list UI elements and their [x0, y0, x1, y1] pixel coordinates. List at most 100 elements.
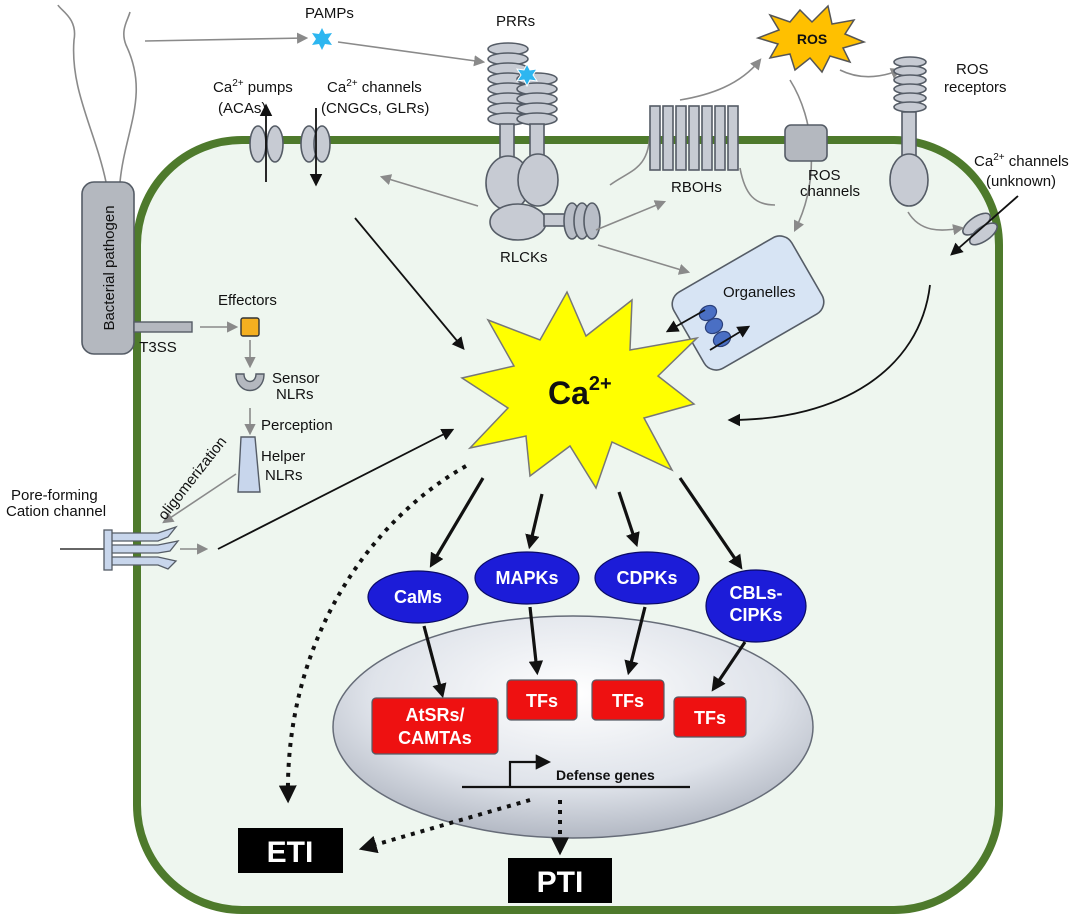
arrow-cdpks-to-tfs	[624, 606, 647, 676]
rbohs-label: RBOHs	[671, 179, 722, 196]
effectors-label: Effectors	[218, 292, 277, 309]
arrow-rlck-to-rbohs	[595, 200, 667, 231]
cngc-glr-channel	[300, 125, 331, 163]
prrs-label: PRRs	[496, 13, 535, 30]
arrow-cbls-to-tfs	[711, 641, 747, 692]
ros-label: ROS	[797, 31, 827, 47]
ros-receptors-label-1: ROS	[956, 61, 989, 78]
decoder-cdpks: CDPKs	[594, 551, 700, 605]
prr-bound-pamp-icon	[515, 62, 539, 88]
pore-label-2: Cation channel	[6, 503, 106, 520]
svg-text:MAPKs: MAPKs	[495, 568, 558, 588]
pamp-molecule-icon	[312, 28, 332, 50]
decoder-cams: CaMs	[367, 570, 469, 624]
arrow-calcium-to-cdpks	[617, 491, 640, 548]
svg-text:CIPKs: CIPKs	[729, 605, 782, 625]
svg-text:ETI: ETI	[267, 836, 314, 869]
prr-receptor-1	[485, 42, 531, 211]
tf-atsrs-camtas: AtSRs/ CAMTAs	[371, 697, 499, 755]
arrow-unknown-to-calcium	[727, 284, 931, 427]
pamps-label: PAMPs	[305, 5, 354, 22]
svg-text:TFs: TFs	[526, 691, 558, 711]
arrow-channels-to-calcium	[354, 217, 465, 350]
arrow-bacteria-to-pamps	[144, 32, 309, 44]
svg-text:CAMTAs: CAMTAs	[398, 728, 472, 748]
svg-text:TFs: TFs	[612, 691, 644, 711]
organelle	[671, 235, 825, 371]
helper-nlrs-label-2: NLRs	[265, 467, 303, 484]
arrow-calcium-to-eti	[278, 464, 467, 804]
ros-channels-label-2: channels	[800, 183, 860, 200]
svg-text:TFs: TFs	[694, 708, 726, 728]
transcription-start-arrow	[508, 754, 552, 787]
arrow-calcium-to-mapks	[525, 493, 544, 550]
ca-pumps-sublabel: (ACAs)	[218, 100, 266, 117]
ca-pump-channel	[249, 125, 284, 163]
arrow-receptor-to-unknown-channel	[907, 211, 965, 236]
effector-protein	[240, 317, 260, 337]
arrow-rboh-to-ros	[679, 58, 762, 101]
arrow-rlck-to-organelles	[597, 244, 691, 275]
svg-text:CBLs-: CBLs-	[730, 583, 783, 603]
decoder-cbls-cipks: CBLs- CIPKs	[705, 569, 807, 643]
flagellum-1	[57, 4, 107, 183]
calcium-label: Ca2+	[548, 373, 612, 411]
rboh-enzyme	[609, 105, 776, 206]
arrow-pore-to-calcium	[217, 428, 455, 550]
flagellum-2	[119, 11, 138, 183]
arrow-organelle-ca-out	[709, 325, 751, 351]
sensor-nlr	[235, 373, 265, 391]
pore-label-1: Pore-forming	[11, 487, 98, 504]
arrow-organelle-ca-in	[665, 309, 706, 333]
organelles-label: Organelles	[723, 284, 796, 301]
arrow-calcium-to-cams	[429, 477, 485, 568]
ca-channels-label: Ca2+ channels	[327, 78, 422, 96]
arrow-helper-to-pore	[162, 473, 237, 524]
ros-receptors-label-2: receptors	[944, 79, 1007, 96]
rlcks-label: RLCKs	[500, 249, 548, 266]
perception-label: Perception	[261, 417, 333, 434]
svg-text:CaMs: CaMs	[394, 587, 442, 607]
svg-text:AtSRs/: AtSRs/	[405, 705, 464, 725]
ca-pumps-label: Ca2+ pumps	[213, 78, 293, 96]
rlck-kinase	[489, 202, 601, 241]
ros-burst	[755, 4, 867, 74]
unknown-channels-label: Ca2+ channels	[974, 152, 1069, 170]
ca-channels-sublabel: (CNGCs, GLRs)	[321, 100, 429, 117]
sensor-nlrs-label-1: Sensor	[272, 370, 320, 387]
ros-channel	[784, 124, 828, 162]
decoder-mapks: MAPKs	[474, 551, 580, 605]
helper-nlr	[237, 436, 261, 493]
ros-channels-label-1: ROS	[808, 167, 841, 184]
tf-box-1: TFs	[506, 679, 578, 721]
pore-forming-channel	[60, 525, 180, 571]
svg-text:CDPKs: CDPKs	[616, 568, 677, 588]
eti-box: ETI	[238, 828, 343, 873]
tf-box-3: TFs	[673, 696, 747, 738]
arrow-mapks-to-tfs	[528, 606, 544, 676]
calcium-burst	[460, 290, 700, 490]
prr-receptor-2	[516, 72, 559, 207]
svg-text:PTI: PTI	[537, 866, 584, 899]
pti-box: PTI	[508, 858, 612, 903]
arrow-calcium-to-cbls	[678, 477, 743, 570]
helper-nlrs-label-1: Helper	[261, 448, 305, 465]
arrow-unknown-channel-in	[950, 195, 1019, 256]
organelle-channels	[698, 304, 732, 348]
bacterial-pathogen-label: Bacterial pathogen	[101, 205, 118, 330]
tf-box-2: TFs	[591, 679, 665, 721]
arrow-rlck-to-plasma-membrane	[379, 174, 479, 207]
defense-genes-label: Defense genes	[556, 767, 655, 783]
arrow-ros-to-receptors	[839, 68, 903, 79]
ros-receptor	[889, 56, 929, 207]
bacterial-pathogen	[81, 181, 135, 355]
sensor-nlrs-label-2: NLRs	[276, 386, 314, 403]
arrow-pamps-to-prrs	[337, 41, 486, 67]
t3ss-tube	[133, 321, 193, 333]
nucleus	[332, 615, 814, 839]
t3ss-label: T3SS	[139, 339, 177, 356]
unknown-channels-sublabel: (unknown)	[986, 173, 1056, 190]
arrow-cams-to-atsrs	[422, 625, 447, 699]
